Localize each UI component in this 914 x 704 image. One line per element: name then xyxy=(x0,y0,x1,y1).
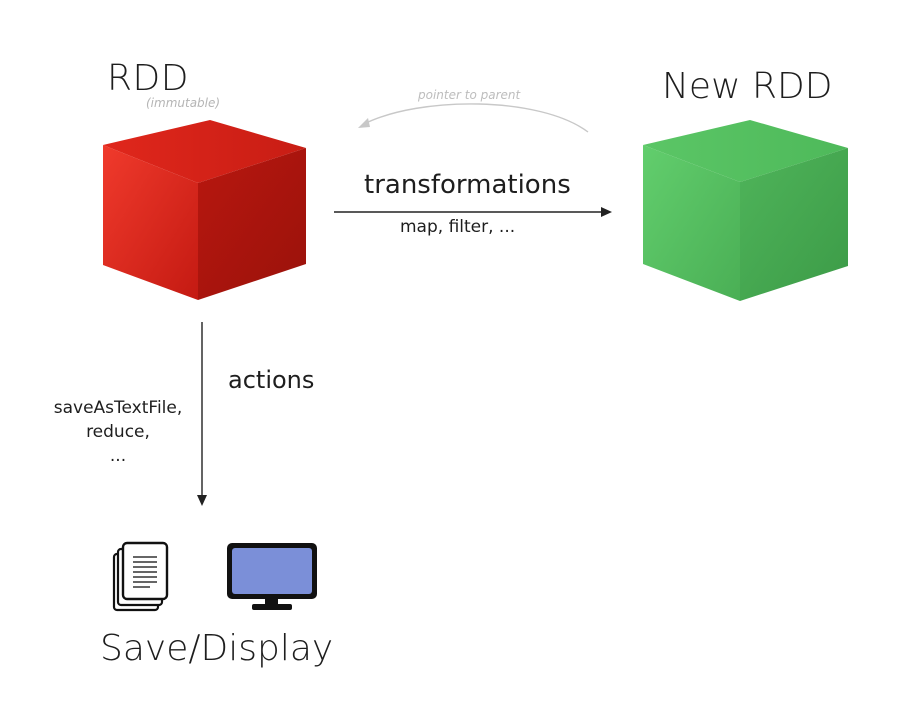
transformations-label: transformations xyxy=(364,170,571,200)
transformations-arrow xyxy=(334,207,612,217)
pointer-to-parent-label: pointer to parent xyxy=(418,88,521,102)
action-example-ellipsis: ... xyxy=(109,446,127,466)
transformations-examples: map, filter, ... xyxy=(400,217,516,237)
new-rdd-cube xyxy=(643,120,848,301)
pointer-to-parent-arrow xyxy=(358,103,589,133)
action-example-save-as-text-file: saveAsTextFile, xyxy=(53,398,183,418)
new-rdd-title: New RDD xyxy=(662,66,833,107)
rdd-cube-side xyxy=(198,148,306,300)
rdd-cube-top xyxy=(103,120,306,183)
actions-arrow xyxy=(197,322,207,506)
rdd-cube xyxy=(103,120,306,300)
actions-label: actions xyxy=(228,366,315,394)
new-rdd-cube-top xyxy=(643,120,848,182)
monitor-icon xyxy=(227,543,317,610)
rdd-immutable-note: (immutable) xyxy=(146,96,221,110)
new-rdd-cube-front xyxy=(643,145,740,301)
new-rdd-cube-side xyxy=(740,148,848,301)
action-example-reduce: reduce, xyxy=(86,422,150,442)
rdd-cube-front xyxy=(103,145,198,300)
document-stack-icon xyxy=(112,541,169,612)
save-display-label: Save/Display xyxy=(100,628,334,669)
actions-examples: saveAsTextFile, reduce, ... xyxy=(32,396,204,468)
rdd-title: RDD xyxy=(107,58,189,99)
